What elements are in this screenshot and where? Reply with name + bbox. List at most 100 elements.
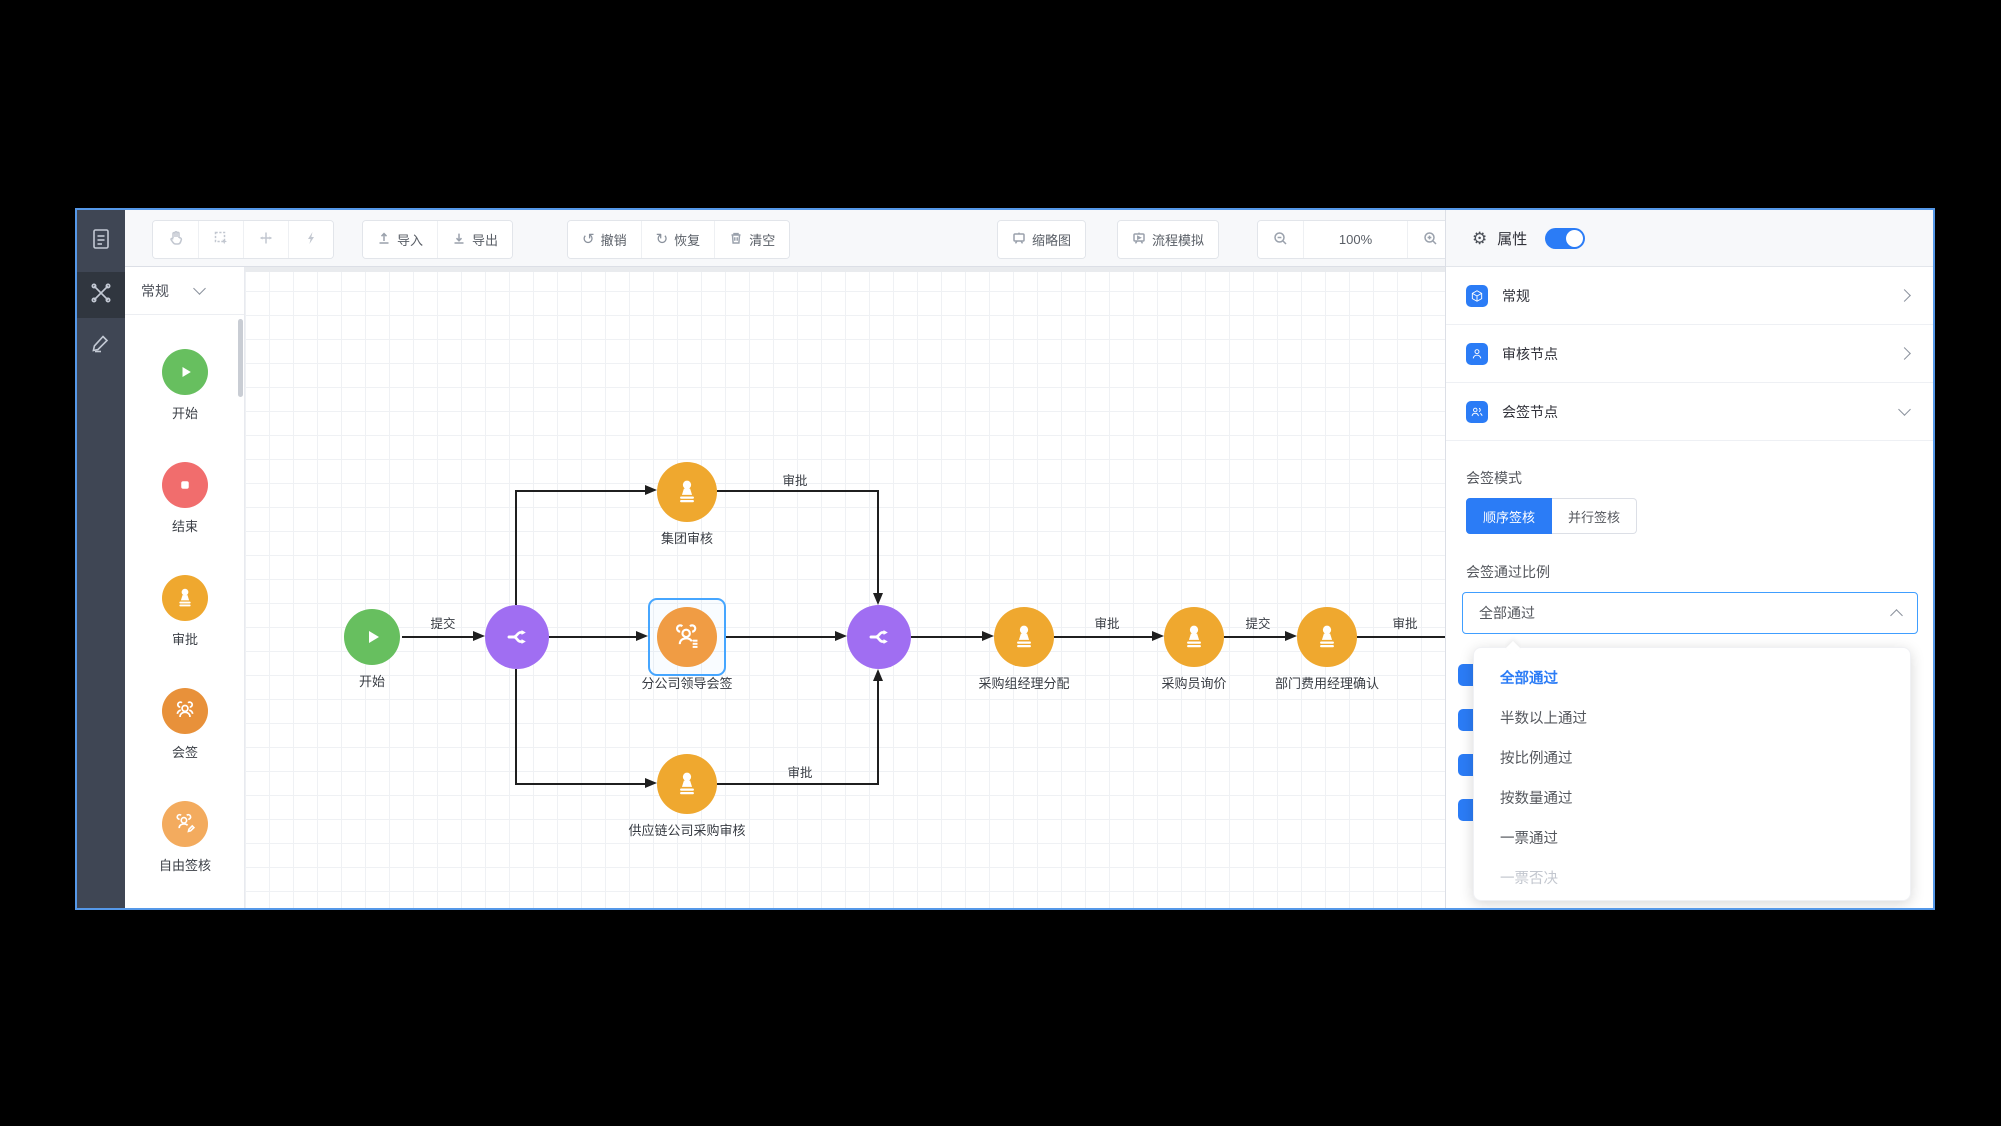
minimap-button[interactable]: 缩略图 (998, 221, 1086, 258)
flow-node-purchase-manager-assign[interactable]: 采购组经理分配 (954, 607, 1094, 692)
undo-button[interactable]: ↺ 撤销 (568, 221, 641, 258)
cube-icon (1466, 284, 1488, 307)
zoom-in-icon (1423, 231, 1438, 249)
edge-line (911, 636, 982, 638)
people-icon (1466, 400, 1488, 423)
edge-arrow (1285, 631, 1297, 641)
lightning-tool-button[interactable] (288, 221, 333, 258)
option-majority-pass[interactable]: 半数以上通过 (1500, 710, 1587, 727)
properties-toggle[interactable] (1545, 227, 1586, 249)
properties-panel: ⚙ 属性 常规 审核节点 会签节点 会签模式 顺序 (1445, 210, 1933, 908)
approval-stamp-icon (657, 462, 717, 522)
palette-item-countersign[interactable]: 会签 (125, 688, 245, 761)
minimap-label: 缩略图 (1032, 233, 1072, 248)
start-node-icon (162, 349, 208, 395)
canvas-scroll-track[interactable] (245, 267, 1445, 272)
marquee-select-icon (213, 230, 229, 249)
zoom-out-icon (1273, 231, 1288, 249)
start-node-icon (344, 609, 400, 665)
palette-category-header[interactable]: 常规 (125, 267, 244, 315)
section-general[interactable]: 常规 (1446, 267, 1933, 325)
edge-line (549, 636, 636, 638)
palette-item-label: 开始 (171, 406, 198, 421)
mode-sequential-button[interactable]: 顺序签核 (1466, 498, 1553, 534)
edge-line (1054, 636, 1152, 638)
zoom-in-button[interactable] (1407, 221, 1452, 258)
export-button[interactable]: 导出 (437, 221, 513, 258)
minimap-group: 缩略图 (997, 220, 1087, 259)
section-countersign-node[interactable]: 会签节点 (1446, 383, 1933, 441)
node-label: 开始 (358, 674, 385, 689)
option-by-count-pass[interactable]: 按数量通过 (1500, 790, 1573, 807)
edge-arrow (645, 778, 657, 788)
edge-label: 审批 (1392, 617, 1418, 631)
countersign-mode-label: 会签模式 (1466, 470, 1522, 486)
hand-tool-button[interactable] (153, 221, 198, 258)
option-by-ratio-pass[interactable]: 按比例通过 (1500, 750, 1573, 767)
palette-item-approval[interactable]: 审批 (125, 575, 245, 648)
palette-item-label: 结束 (171, 519, 198, 534)
edge-arrow (872, 669, 883, 681)
flow-node-gateway-1[interactable] (447, 605, 587, 669)
flow-node-gateway-2[interactable] (809, 605, 949, 669)
pass-ratio-select[interactable]: 全部通过 (1462, 592, 1918, 634)
select-tool-button[interactable] (198, 221, 243, 258)
palette-item-end[interactable]: 结束 (125, 462, 245, 535)
section-review-node[interactable]: 审核节点 (1446, 325, 1933, 383)
flow-node-buyer-inquiry[interactable]: 采购员询价 (1124, 607, 1264, 692)
edge-arrow (982, 631, 994, 641)
approval-stamp-icon (657, 754, 717, 814)
flow-node-group-review[interactable]: 集团审核 (617, 462, 757, 547)
chevron-right-icon (1898, 289, 1911, 302)
redo-label: 恢复 (674, 233, 701, 248)
edge-line (717, 783, 879, 785)
chevron-right-icon (1898, 347, 1911, 360)
import-button[interactable]: 导入 (363, 221, 438, 258)
rail-item-edit[interactable] (77, 322, 125, 368)
node-label: 集团审核 (660, 531, 713, 546)
undo-icon: ↺ (582, 231, 595, 248)
flow-node-branch-leader-countersign[interactable]: 分公司领导会签 (617, 607, 757, 692)
approval-stamp-icon (994, 607, 1054, 667)
edge-line (726, 636, 835, 638)
io-group: 导入 导出 (362, 220, 514, 259)
palette-item-free-sign[interactable]: 自由签核 (125, 801, 245, 874)
person-icon (1466, 342, 1488, 365)
flow-canvas[interactable]: 提交 审批 审批 审批 提交 审批 (245, 267, 1445, 908)
flow-node-start[interactable]: 开始 (302, 609, 442, 690)
approval-stamp-icon (1164, 607, 1224, 667)
zoom-group: 100% (1257, 220, 1453, 259)
zoom-out-button[interactable] (1258, 221, 1303, 258)
trash-icon (729, 231, 743, 248)
left-rail (77, 210, 125, 908)
simulate-button[interactable]: 流程模拟 (1118, 221, 1219, 258)
import-label: 导入 (397, 233, 424, 248)
clear-button[interactable]: 清空 (714, 221, 790, 258)
option-one-vote-pass[interactable]: 一票通过 (1500, 830, 1558, 847)
node-label: 采购组经理分配 (978, 676, 1070, 691)
pass-ratio-label: 会签通过比例 (1466, 564, 1550, 580)
free-sign-icon (162, 801, 208, 847)
redo-icon: ↻ (655, 231, 669, 248)
edge-arrow (835, 631, 847, 641)
option-all-pass[interactable]: 全部通过 (1500, 670, 1558, 687)
canvas-tools-group (152, 220, 334, 259)
edge-arrow (473, 631, 485, 641)
node-label: 分公司领导会签 (641, 676, 733, 691)
edge-line (1357, 636, 1445, 638)
palette-item-start[interactable]: 开始 (125, 349, 245, 422)
edge-line (515, 491, 517, 605)
end-node-icon (162, 462, 208, 508)
flow-node-supply-chain-review[interactable]: 供应链公司采购审核 (617, 754, 757, 839)
mode-parallel-button[interactable]: 并行签核 (1552, 498, 1638, 534)
rail-item-designer[interactable] (77, 272, 125, 318)
palette-scrollbar[interactable] (238, 319, 243, 397)
redo-button[interactable]: ↻ 恢复 (640, 221, 715, 258)
approval-stamp-icon (1297, 607, 1357, 667)
rail-item-document[interactable] (77, 218, 125, 264)
move-tool-button[interactable] (243, 221, 288, 258)
move-icon (258, 230, 274, 249)
toggle-knob (1566, 229, 1584, 247)
history-group: ↺ 撤销 ↻ 恢复 清空 (567, 220, 791, 259)
flow-node-dept-expense-confirm[interactable]: 部门费用经理确认 (1257, 607, 1397, 692)
